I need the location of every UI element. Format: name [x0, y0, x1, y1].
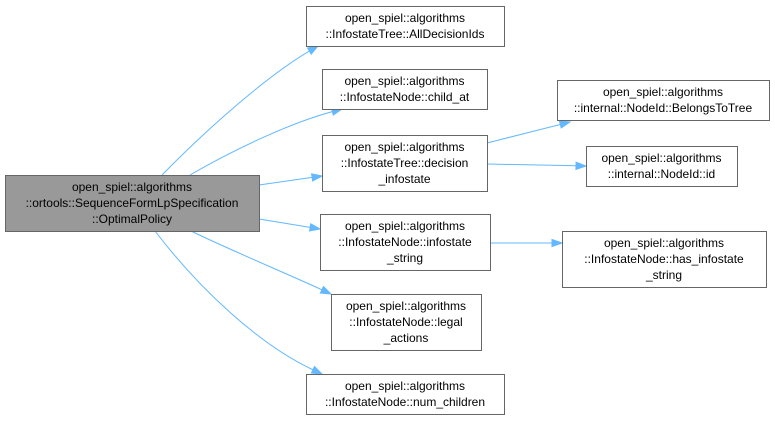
callee-node-n3[interactable]: open_spiel::algorithms::InfostateTree::d…: [322, 135, 488, 192]
node-box: [306, 6, 505, 47]
edge-n3-n7: [486, 120, 572, 144]
nodes-layer: open_spiel::algorithms::ortools::Sequenc…: [5, 6, 770, 415]
node-label-line: open_spiel::algorithms: [603, 85, 723, 99]
node-label-line: ::InfostateNode::legal: [349, 315, 462, 329]
edge-line: [190, 230, 323, 291]
callee-node-n7[interactable]: open_spiel::algorithms::internal::NodeId…: [557, 80, 770, 121]
edge-n3-n8: [486, 161, 588, 171]
node-label-line: open_spiel::algorithms: [344, 74, 464, 88]
node-label-line: _string: [645, 268, 682, 282]
node-label-line: open_spiel::algorithms: [601, 151, 721, 165]
node-label-line: ::InfostateTree::AllDecisionIds: [326, 27, 485, 41]
edge-line: [161, 50, 310, 176]
arrowhead: [319, 285, 333, 295]
callee-node-n8[interactable]: open_spiel::algorithms::internal::NodeId…: [586, 146, 738, 187]
node-label-line: ::internal::NodeId::id: [608, 167, 715, 181]
node-label-line: open_spiel::algorithms: [345, 11, 465, 25]
edge-n4-n9: [490, 238, 564, 248]
edge-root-n4: [258, 218, 322, 232]
edge-root-n5: [190, 230, 333, 295]
edge-root-n3: [258, 173, 324, 186]
node-box: [322, 69, 488, 110]
node-label-line: open_spiel::algorithms: [72, 180, 192, 194]
node-box: [557, 80, 770, 121]
node-label-line: ::OptimalPolicy: [92, 212, 172, 226]
arrowhead: [551, 238, 564, 248]
focus-node[interactable]: open_spiel::algorithms::ortools::Sequenc…: [5, 175, 260, 232]
arrowhead: [575, 161, 588, 171]
edge-root-n1: [161, 45, 320, 176]
node-label-line: ::InfostateNode::child_at: [340, 90, 470, 104]
node-label-line: ::InfostateNode::has_infostate: [584, 252, 744, 266]
callee-node-n1[interactable]: open_spiel::algorithms::InfostateTree::A…: [306, 6, 505, 47]
node-label-line: open_spiel::algorithms: [344, 140, 464, 154]
node-box: [5, 175, 260, 232]
node-label-line: open_spiel::algorithms: [345, 219, 465, 233]
edge-root-n2: [189, 107, 344, 176]
node-box: [562, 231, 767, 288]
node-box: [331, 294, 482, 351]
node-box: [306, 374, 505, 415]
node-label-line: _infostate: [377, 172, 430, 186]
edge-line: [189, 111, 333, 176]
node-label-line: ::internal::NodeId::BelongsToTree: [574, 101, 753, 115]
node-label-line: _string: [386, 251, 423, 265]
node-label-line: _actions: [383, 331, 429, 345]
node-label-line: open_spiel::algorithms: [345, 379, 465, 393]
arrowhead: [308, 223, 322, 232]
callee-node-n4[interactable]: open_spiel::algorithms::InfostateNode::i…: [320, 214, 491, 271]
callee-node-n2[interactable]: open_spiel::algorithms::InfostateNode::c…: [322, 69, 488, 110]
arrowhead: [310, 365, 324, 375]
callee-node-n9[interactable]: open_spiel::algorithms::InfostateNode::h…: [562, 231, 767, 288]
edge-root-n6: [154, 230, 324, 375]
node-label-line: ::InfostateTree::decision: [341, 156, 469, 170]
node-label-line: ::InfostateNode::infostate: [338, 235, 472, 249]
arrowhead: [310, 173, 324, 182]
arrowhead: [306, 45, 320, 56]
callee-node-n6[interactable]: open_spiel::algorithms::InfostateNode::n…: [306, 374, 505, 415]
node-label-line: open_spiel::algorithms: [604, 236, 724, 250]
node-label-line: ::InfostateNode::num_children: [325, 395, 485, 409]
node-label-line: open_spiel::algorithms: [346, 299, 466, 313]
node-label-line: ::ortools::SequenceFormLpSpecification: [26, 196, 239, 210]
edge-line: [258, 218, 311, 228]
node-box: [320, 214, 491, 271]
node-box: [586, 146, 738, 187]
arrowhead: [558, 120, 572, 129]
edge-line: [486, 123, 561, 144]
callee-node-n5[interactable]: open_spiel::algorithms::InfostateNode::l…: [331, 294, 482, 351]
node-box: [322, 135, 488, 192]
edge-line: [486, 163, 577, 167]
edge-line: [258, 176, 313, 186]
edge-line: [154, 230, 314, 371]
